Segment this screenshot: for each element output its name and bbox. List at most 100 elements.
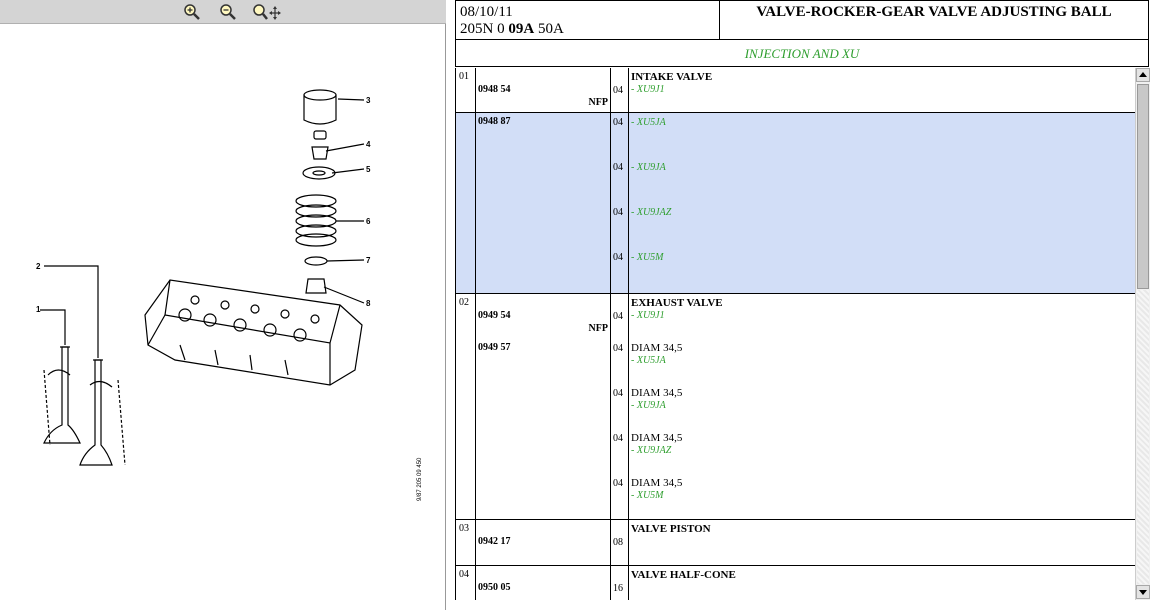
group-title: VALVE PISTON [631, 523, 711, 535]
parts-pane: 08/10/11 205N 0 09A 50A VALVE-ROCKER-GEA… [455, 0, 1150, 610]
desc-cell: VALVE PISTON [629, 520, 1135, 565]
part-7-seal-ring[interactable] [304, 256, 328, 266]
part-ref[interactable]: 0950 05 [478, 582, 511, 593]
header-info: 08/10/11 205N 0 09A 50A [456, 1, 720, 39]
zoom-pan-icon[interactable] [252, 3, 282, 21]
parts-group-03: 03 0942 17 08 VALVE PISTON [456, 520, 1135, 566]
part-qty: 04 [613, 85, 623, 96]
parts-group-04: 04 0950 05 16 VALVE HALF-CONE [456, 566, 1135, 600]
triangle-up-icon [1139, 72, 1147, 77]
ref-cell: 0948 87 [476, 113, 611, 293]
cylinder-head [144, 279, 363, 386]
part-ref[interactable]: 0949 54 [478, 310, 511, 321]
qty-cell: 04 04 04 04 [611, 113, 629, 293]
engine-code: - XU9JA [631, 162, 666, 173]
ref-cell: 0948 54 NFP [476, 68, 611, 112]
parts-row-selected[interactable]: 0948 87 04 04 04 04 - XU5JA - XU9JA - XU… [456, 113, 1135, 294]
parts-group-01: 01 0948 54 NFP 04 INTAKE VALVE - XU9J1 [456, 68, 1135, 113]
desc-cell: EXHAUST VALVE - XU9J1 DIAM 34,5 - XU5JA … [629, 294, 1135, 519]
callout-3: 3 [366, 96, 371, 105]
engine-code: - XU5JA [631, 117, 666, 128]
ref-cell: 0949 54 NFP 0949 57 [476, 294, 611, 519]
triangle-down-icon [1139, 590, 1147, 595]
group-title: EXHAUST VALVE [631, 297, 723, 309]
vertical-scrollbar[interactable] [1135, 68, 1150, 600]
header-table: 08/10/11 205N 0 09A 50A VALVE-ROCKER-GEA… [455, 0, 1149, 40]
part-4-half-cone[interactable] [311, 130, 329, 160]
part-ref[interactable]: 0948 87 [478, 116, 511, 127]
part-qty: 04 [613, 162, 623, 173]
scrollbar-thumb[interactable] [1137, 84, 1149, 289]
callout-7: 7 [366, 256, 371, 265]
ref-cell: 0950 05 [476, 566, 611, 600]
engine-code: - XU9JAZ [631, 207, 672, 218]
nfp-badge: NFP [588, 323, 608, 334]
ref-cell: 0942 17 [476, 520, 611, 565]
group-title: VALVE HALF-CONE [631, 569, 736, 581]
group-number: 03 [456, 520, 476, 565]
diagram-pane: 3 4 5 6 7 8 1 2 9/87 205 09 450 [0, 0, 446, 610]
callout-4: 4 [366, 140, 371, 149]
parts-group-02: 02 0949 54 NFP 0949 57 04 04 04 04 04 EX… [456, 294, 1135, 520]
nfp-badge: NFP [588, 97, 608, 108]
desc-cell: VALVE HALF-CONE [629, 566, 1135, 600]
callout-1: 1 [36, 305, 41, 314]
part-qty: 04 [613, 117, 623, 128]
part-qty: 04 [613, 343, 623, 354]
desc-cell: - XU5JA - XU9JA - XU9JAZ - XU5M [629, 113, 1135, 293]
zoom-toolbar [0, 0, 446, 24]
group-number: 01 [456, 68, 476, 112]
part-qty: 04 [613, 207, 623, 218]
scrollbar-track[interactable] [1137, 290, 1149, 584]
section-subtitle: INJECTION AND XU [455, 40, 1149, 67]
group-number-empty [456, 113, 476, 293]
parts-list: 01 0948 54 NFP 04 INTAKE VALVE - XU9J1 0… [455, 68, 1135, 600]
qty-cell: 04 [611, 68, 629, 112]
part-qty: 04 [613, 311, 623, 322]
group-number: 04 [456, 566, 476, 600]
engine-code: - XU5JA [631, 355, 666, 366]
qty-cell: 16 [611, 566, 629, 600]
part-8-stem-seal[interactable] [305, 278, 327, 294]
group-title: INTAKE VALVE [631, 71, 713, 83]
part-desc: DIAM 34,5 [631, 342, 683, 354]
zoom-out-icon[interactable] [219, 3, 237, 21]
zoom-in-icon[interactable] [183, 3, 201, 21]
part-1-intake-valve[interactable] [43, 346, 81, 444]
scroll-down-button[interactable] [1136, 585, 1150, 599]
part-desc: DIAM 34,5 [631, 387, 683, 399]
callout-6: 6 [366, 217, 371, 226]
part-3-valve-piston[interactable] [303, 89, 337, 125]
diagram-ref-code: 9/87 205 09 450 [417, 457, 423, 501]
part-qty: 04 [613, 478, 623, 489]
part-2-exhaust-valve[interactable] [79, 359, 113, 466]
page-title: VALVE-ROCKER-GEAR VALVE ADJUSTING BALL [756, 4, 1112, 20]
part-ref[interactable]: 0948 54 [478, 84, 511, 95]
callout-2: 2 [36, 262, 41, 271]
engine-code: - XU9JA [631, 400, 666, 411]
part-6-valve-spring[interactable] [295, 194, 337, 247]
part-5-spring-cup[interactable] [302, 166, 336, 180]
part-ref[interactable]: 0942 17 [478, 536, 511, 547]
engine-code: - XU5M [631, 490, 664, 501]
engine-code: - XU9J1 [631, 84, 665, 95]
scroll-up-button[interactable] [1136, 68, 1150, 82]
part-qty: 16 [613, 583, 623, 594]
engine-code: - XU5M [631, 252, 664, 263]
header-code: 205N 0 09A 50A [460, 21, 564, 37]
part-desc: DIAM 34,5 [631, 432, 683, 444]
callout-8: 8 [366, 299, 371, 308]
part-desc: DIAM 34,5 [631, 477, 683, 489]
group-number: 02 [456, 294, 476, 519]
desc-cell: INTAKE VALVE - XU9J1 [629, 68, 1135, 112]
exploded-parts-diagram: 3 4 5 6 7 8 1 2 9/87 205 09 450 [36, 89, 423, 501]
header-date: 08/10/11 [460, 4, 513, 20]
engine-code: - XU9JAZ [631, 445, 672, 456]
qty-cell: 08 [611, 520, 629, 565]
part-qty: 08 [613, 537, 623, 548]
part-ref[interactable]: 0949 57 [478, 342, 511, 353]
qty-cell: 04 04 04 04 04 [611, 294, 629, 519]
part-qty: 04 [613, 433, 623, 444]
callout-5: 5 [366, 165, 371, 174]
part-qty: 04 [613, 388, 623, 399]
